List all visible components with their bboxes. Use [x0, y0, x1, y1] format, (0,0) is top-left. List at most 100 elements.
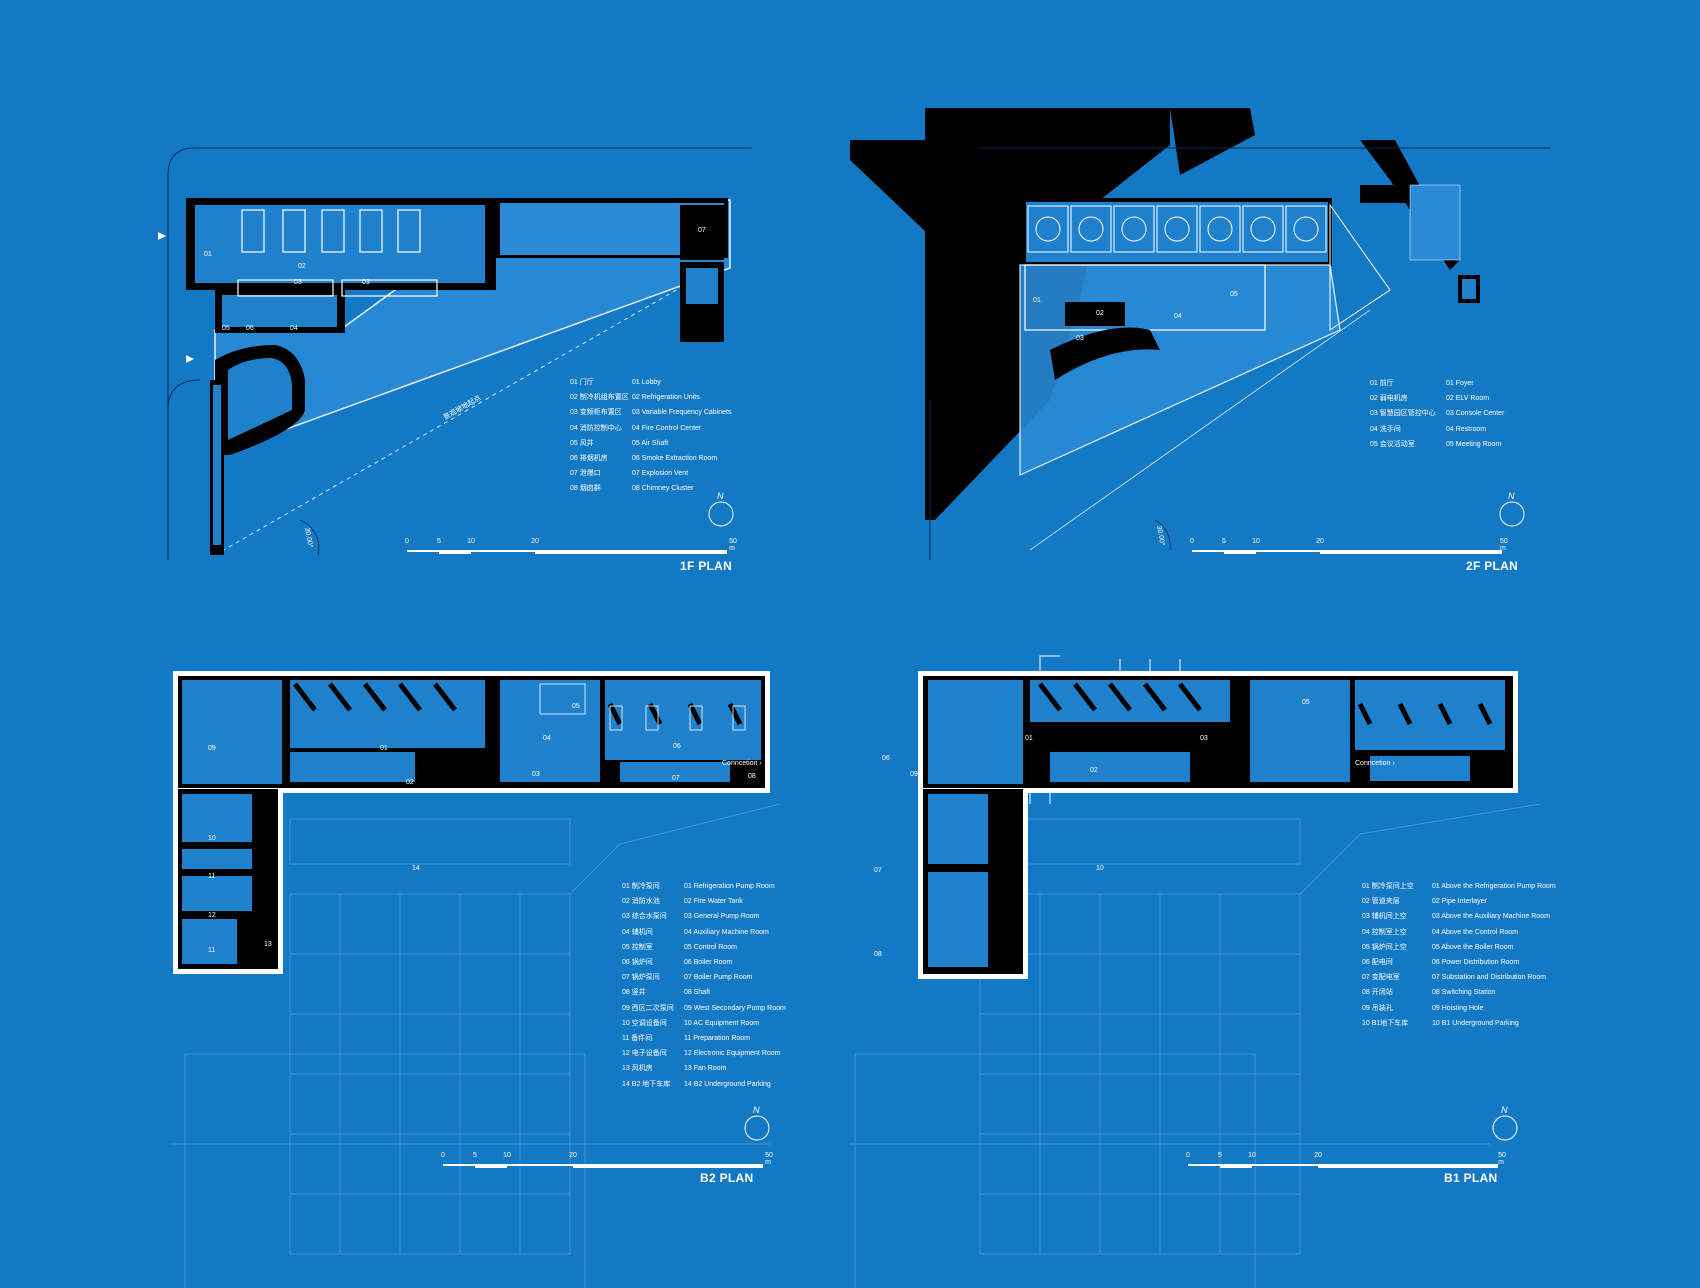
north-arrow-icon: N	[1499, 491, 1525, 527]
svg-text:14: 14	[412, 865, 420, 872]
scale-bar-2f: 0 5 10 20 50 m	[1190, 538, 1508, 554]
svg-text:06: 06	[673, 743, 681, 750]
svg-text:01: 01	[1025, 735, 1033, 742]
plan-title-2f: 2F PLAN	[1466, 559, 1519, 573]
svg-text:08: 08	[748, 773, 756, 780]
plan-title-1f: 1F PLAN	[680, 559, 733, 573]
svg-text:06: 06	[246, 325, 254, 332]
svg-text:04: 04	[290, 325, 298, 332]
svg-text:06: 06	[882, 755, 890, 762]
svg-text:03: 03	[362, 279, 370, 286]
svg-text:12: 12	[208, 912, 216, 919]
svg-text:03: 03	[1076, 335, 1084, 342]
svg-text:02: 02	[298, 263, 306, 270]
svg-text:10: 10	[1096, 865, 1104, 872]
panel-b2-plan: 01 02 03 04 05 06 07 08 09 10 11 12 11 1…	[0, 644, 850, 1288]
svg-text:08: 08	[874, 951, 882, 958]
north-arrow-icon: N	[1492, 1105, 1518, 1141]
north-arrow-b2: N	[742, 1104, 772, 1144]
floor-plan-b2-drawing: 01 02 03 04 05 06 07 08 09 10 11 12 11 1…	[170, 671, 781, 1288]
svg-text:02: 02	[406, 779, 414, 786]
svg-text:N: N	[1501, 1105, 1508, 1115]
panel-b1-plan: 01 02 03 05 06 09 07 08 10 Conncetion › …	[850, 644, 1700, 1288]
panel-1f-plan: 01 02 03 03 04 05 06 07 景观坡地起点 30.00° 01…	[0, 0, 850, 644]
svg-text:07: 07	[698, 227, 706, 234]
svg-text:02: 02	[1096, 310, 1104, 317]
north-arrow-icon: N	[744, 1105, 770, 1141]
svg-text:01: 01	[204, 251, 212, 258]
plan-title-b2: B2 PLAN	[700, 1171, 754, 1185]
svg-text:05: 05	[1302, 699, 1310, 706]
slope-label: 景观坡地起点	[442, 393, 483, 422]
svg-text:03: 03	[532, 771, 540, 778]
svg-text:11: 11	[208, 873, 215, 880]
floor-plan-2f-drawing: 01 02 03 04 05 30.00°	[850, 108, 1550, 560]
angle-label: 30.00°	[303, 527, 314, 549]
north-arrow-icon: N	[708, 491, 734, 527]
north-arrow-b1: N	[1490, 1104, 1520, 1144]
svg-text:02: 02	[1090, 767, 1098, 774]
svg-text:07: 07	[672, 775, 680, 782]
svg-text:N: N	[753, 1105, 760, 1115]
connection-label-b1: Conncetion ›	[1355, 760, 1395, 767]
svg-text:N: N	[1508, 491, 1515, 501]
north-arrow-2f: N	[1497, 490, 1527, 530]
scale-bar-1f: 0 5 10 20 50 m	[405, 538, 737, 554]
connection-label-b2: Conncetion ›	[722, 760, 762, 767]
svg-text:N: N	[717, 491, 724, 501]
svg-text:04: 04	[1174, 313, 1182, 320]
north-arrow-1f: N	[706, 490, 736, 530]
plan-title-b1: B1 PLAN	[1444, 1171, 1498, 1185]
svg-text:04: 04	[543, 735, 551, 742]
svg-text:07: 07	[874, 867, 882, 874]
svg-text:11: 11	[208, 947, 215, 954]
svg-text:05: 05	[1230, 291, 1238, 298]
floor-plan-b1-drawing: 01 02 03 05 06 09 07 08 10	[850, 655, 1541, 1288]
svg-text:01: 01	[380, 745, 388, 752]
svg-text:03: 03	[1200, 735, 1208, 742]
svg-text:05: 05	[222, 325, 230, 332]
svg-text:09: 09	[910, 771, 918, 778]
angle-label: 30.00°	[1155, 525, 1166, 547]
svg-text:03: 03	[294, 279, 302, 286]
svg-text:09: 09	[208, 745, 216, 752]
chevron-right-icon: ›	[1392, 760, 1395, 767]
chevron-right-icon: ›	[759, 760, 762, 767]
scale-bar-b1: 0 5 10 20 50 m	[1186, 1152, 1506, 1168]
svg-text:05: 05	[572, 703, 580, 710]
